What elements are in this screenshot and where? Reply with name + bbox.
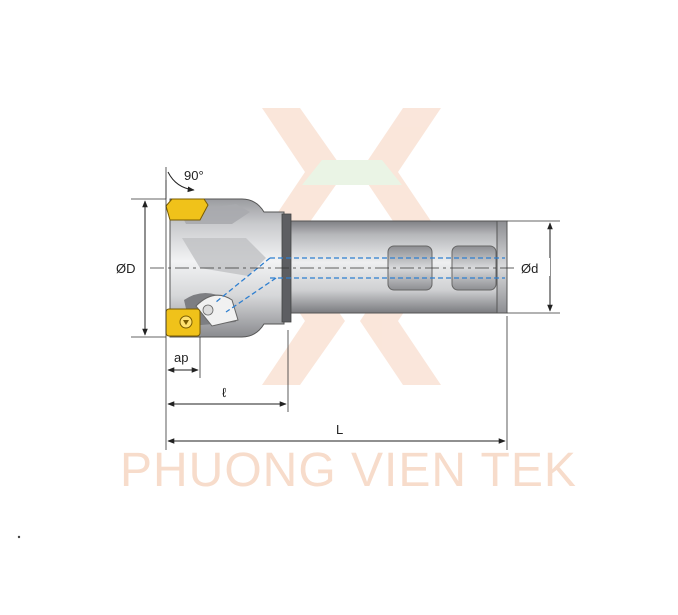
dimension-angle: 90°	[167, 168, 204, 193]
angle-label: 90°	[184, 168, 204, 183]
overall-length-label: L	[336, 422, 343, 437]
coolant-channel	[215, 257, 505, 313]
dimension-depth-of-cut: ap	[167, 350, 199, 373]
extension-lines	[131, 167, 560, 450]
clamp-screw-icon	[202, 304, 214, 316]
tool-shank	[288, 220, 508, 314]
dimension-shank-diameter: Ød	[520, 222, 553, 312]
dimension-outer-diameter: ØD	[110, 200, 148, 336]
insert-top	[165, 198, 209, 221]
watermark-text: PHUONG VIEN TEK	[120, 444, 577, 497]
dimension-head-length: ℓ	[167, 385, 287, 407]
shank-diameter-label: Ød	[521, 261, 538, 276]
stray-dot	[17, 535, 21, 539]
insert-bottom	[165, 308, 201, 337]
outer-diameter-label: ØD	[116, 261, 136, 276]
depth-of-cut-label: ap	[174, 350, 188, 365]
dimension-overall-length: L	[167, 422, 506, 444]
head-length-label: ℓ	[222, 385, 227, 400]
